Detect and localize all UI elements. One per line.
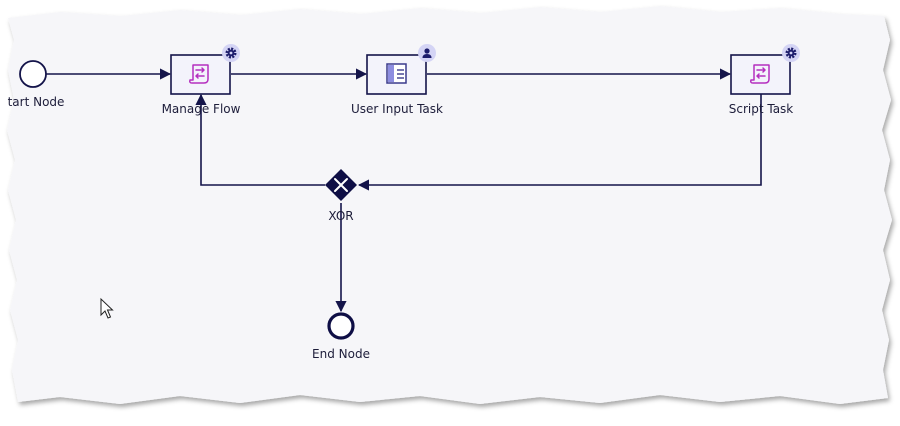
- edge-script-task-to-xor[interactable]: [357, 94, 762, 191]
- script-task[interactable]: Script Task: [729, 44, 800, 116]
- start-event-circle: [19, 60, 47, 88]
- script-scroll-icon: [750, 64, 770, 84]
- end-event-circle: [327, 312, 355, 340]
- script-task-label: Script Task: [729, 102, 794, 116]
- gear-icon[interactable]: [222, 44, 240, 62]
- manage-flow-label: Manage Flow: [162, 102, 241, 116]
- torn-paper-background: [7, 6, 892, 404]
- script-task-box: [730, 54, 791, 95]
- end-node[interactable]: End Node: [312, 312, 370, 361]
- close-x-icon: [334, 178, 348, 192]
- user-input-box: [366, 54, 427, 95]
- user-icon[interactable]: [418, 44, 436, 62]
- user-input-label: User Input Task: [351, 102, 443, 116]
- start-node-label: tart Node: [8, 95, 65, 109]
- xor-gateway[interactable]: XOR: [325, 169, 357, 223]
- edges: [46, 68, 762, 313]
- manage-flow-task[interactable]: Manage Flow: [162, 44, 241, 116]
- form-layout-icon: [386, 63, 407, 84]
- edge-xor-to-manage-flow[interactable]: [195, 93, 325, 186]
- gear-icon[interactable]: [782, 44, 800, 62]
- manage-flow-box: [170, 54, 231, 95]
- user-input-task[interactable]: User Input Task: [351, 44, 443, 116]
- end-node-label: End Node: [312, 347, 370, 361]
- start-node[interactable]: tart Node: [8, 60, 65, 109]
- xor-label: XOR: [328, 209, 353, 223]
- script-scroll-icon: [189, 64, 209, 84]
